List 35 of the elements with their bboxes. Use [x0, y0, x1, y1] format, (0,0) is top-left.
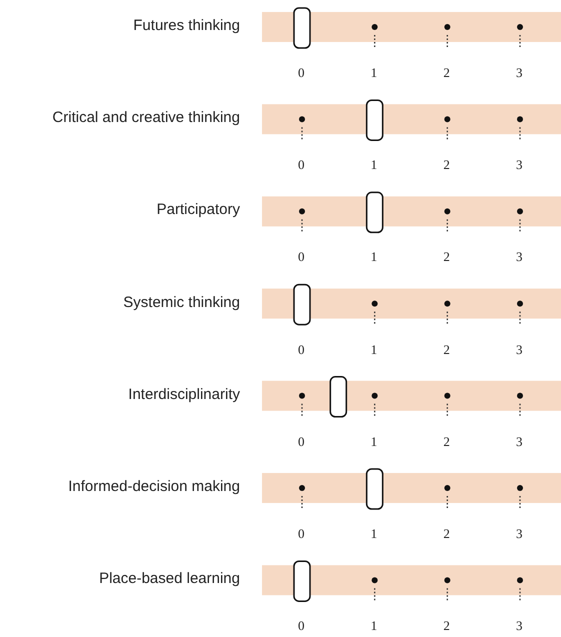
scale-label: Systemic thinking — [123, 294, 240, 311]
tick-label: 0 — [298, 157, 304, 174]
tick-label: 3 — [516, 65, 522, 81]
tick-label: 1 — [370, 65, 378, 81]
tick-label: 2 — [443, 434, 450, 450]
tick-label: 3 — [516, 249, 522, 266]
scale-label: Futures thinking — [133, 17, 240, 34]
tick-label: 2 — [443, 249, 450, 266]
tick-label: 0 — [298, 249, 304, 266]
tick-label: 0 — [298, 526, 304, 542]
scale-label: Informed-decision making — [68, 478, 240, 495]
scale-label: Participatory — [156, 201, 240, 218]
tick-label: 2 — [443, 342, 450, 358]
tick-label: 1 — [370, 342, 378, 358]
tick-label: 1 — [370, 618, 378, 634]
tick-label: 3 — [516, 434, 522, 450]
tick-label: 0 — [298, 618, 304, 634]
tick-label: 2 — [443, 526, 450, 542]
scale-label: Place-based learning — [99, 570, 240, 588]
tick-label: 1 — [370, 434, 378, 450]
tick-label: 3 — [516, 526, 522, 542]
tick-label: 2 — [443, 618, 450, 634]
tick-label: 1 — [370, 526, 378, 542]
tick-label: 2 — [443, 157, 450, 174]
scale-label: Interdisciplinarity — [128, 386, 240, 403]
tick-label: 3 — [516, 618, 522, 634]
tick-label: 0 — [298, 434, 304, 450]
tick-label: 1 — [370, 157, 378, 174]
tick-label: 1 — [370, 249, 378, 266]
tick-label: 0 — [298, 65, 304, 81]
scale-label: Critical and creative thinking — [52, 109, 240, 126]
tick-label: 3 — [516, 342, 522, 358]
tick-label: 0 — [298, 342, 304, 358]
tick-label: 3 — [516, 157, 522, 174]
tick-label: 2 — [443, 65, 450, 81]
